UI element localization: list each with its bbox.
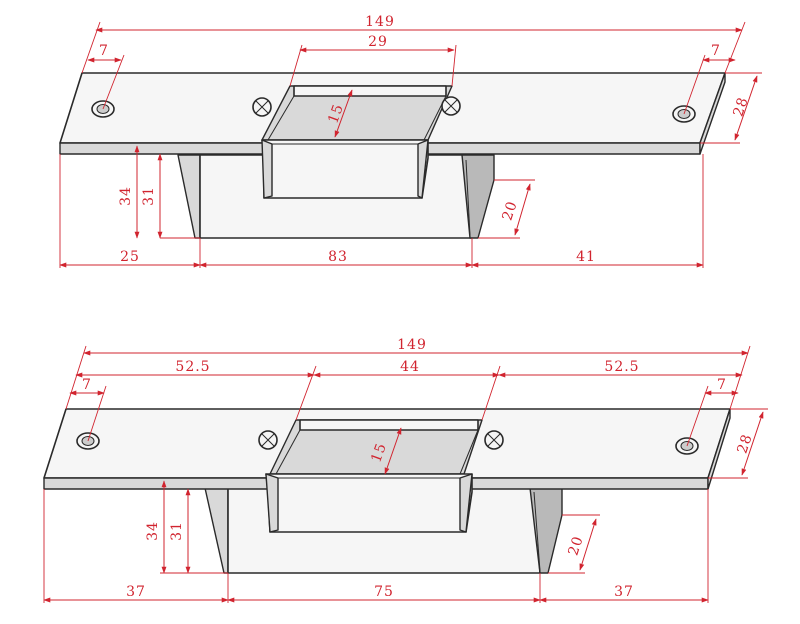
top-body-right-side <box>461 154 495 239</box>
bottom-dim-opening-depth: 15 <box>368 441 390 465</box>
screw-head-icon <box>258 430 278 450</box>
top-dim-height-total: 34 <box>118 186 134 206</box>
top-dim-bottom-left: 25 <box>120 249 140 265</box>
bottom-latch-tongue <box>265 473 473 533</box>
top-dim-opening-depth: 15 <box>325 102 347 126</box>
top-dim-body-depth: 20 <box>500 199 521 223</box>
screw-head-icon <box>484 430 504 450</box>
top-dimensions: 149 7 7 29 15 28 34 31 20 <box>59 14 762 268</box>
bottom-dim-body-depth: 20 <box>566 534 587 558</box>
bottom-dim-bottom-left: 37 <box>126 584 146 600</box>
bottom-dim-segment-left: 52.5 <box>175 359 210 375</box>
bottom-strike-plate <box>43 408 731 574</box>
bottom-dim-segment-right: 52.5 <box>604 359 639 375</box>
bottom-dim-segment-middle: 44 <box>400 359 420 375</box>
bottom-dim-bottom-right: 37 <box>614 584 634 600</box>
top-dim-height-body: 31 <box>141 186 157 206</box>
top-body-left-side <box>177 154 201 239</box>
bottom-dim-plate-width: 28 <box>735 432 756 456</box>
bottom-dim-overall: 149 <box>397 337 427 353</box>
bottom-dim-bottom-middle: 75 <box>374 584 394 600</box>
screw-head-icon <box>441 96 461 116</box>
top-dim-bottom-right: 41 <box>576 249 596 265</box>
top-dim-overall: 149 <box>365 14 395 30</box>
bottom-dimensions: 149 52.5 44 52.5 7 7 15 28 34 31 <box>43 337 768 603</box>
screw-head-icon <box>252 97 272 117</box>
top-dim-hole-left: 7 <box>99 43 109 59</box>
top-latch-tongue <box>261 139 429 199</box>
top-strike-plate <box>59 72 726 239</box>
top-dim-opening: 29 <box>368 34 388 50</box>
bottom-dim-hole-right: 7 <box>717 377 727 393</box>
top-dim-hole-right: 7 <box>711 43 721 59</box>
bottom-dim-hole-left: 7 <box>82 377 92 393</box>
top-dim-plate-width: 28 <box>731 95 752 119</box>
top-dim-bottom-middle: 83 <box>328 249 348 265</box>
bottom-body-left-side <box>204 487 229 574</box>
bottom-dim-height-body: 31 <box>169 521 185 541</box>
bottom-dim-height-total: 34 <box>145 521 161 541</box>
